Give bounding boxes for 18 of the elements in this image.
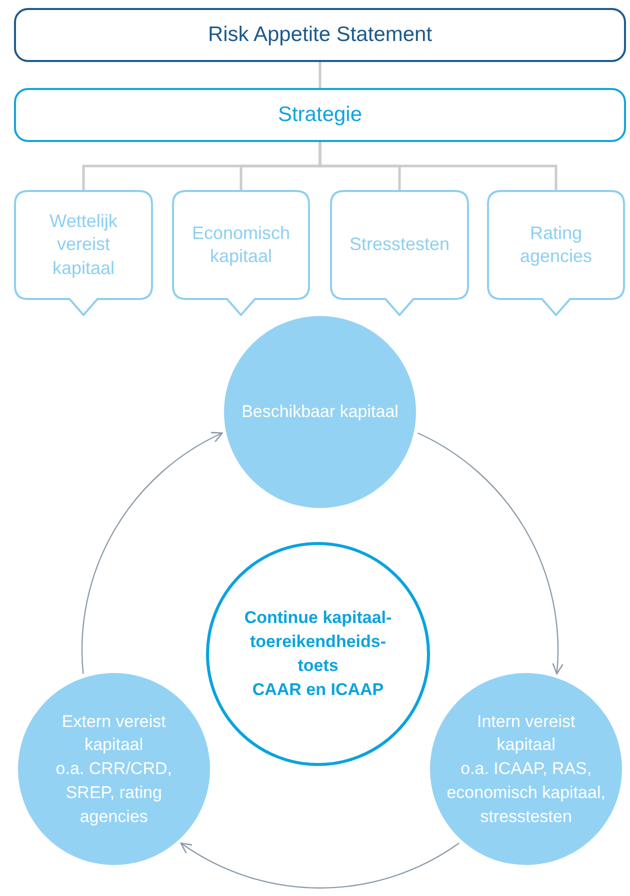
node-text: Strategie — [278, 103, 362, 127]
heading-box — [14, 88, 626, 142]
node-text: Beschikbaar kapitaal — [242, 401, 398, 424]
node-text: Stresstesten — [349, 233, 450, 256]
node-text: CAAR en ICAAP — [252, 678, 384, 701]
node-text: o.a. CRR/CRD, SREP, rating agencies — [54, 758, 173, 828]
connector-line — [318, 62, 322, 88]
cycle-arrow — [180, 842, 460, 888]
node-text: Wettelijk vereist kapitaal — [48, 210, 118, 280]
cycle-arrow — [418, 432, 563, 674]
node-text: Rating agencies — [518, 222, 594, 268]
node-text: o.a. ICAAP, RAS, economisch kapitaal, stresstesten — [446, 758, 606, 828]
cycle-arrow — [82, 432, 223, 674]
heading-box — [14, 8, 626, 62]
node-text: Continue kapitaal- toereikendheids- toets — [243, 607, 393, 677]
node-text: Risk Appetite Statement — [208, 23, 432, 47]
connector-line — [318, 142, 558, 190]
node-text: Economisch kapitaal — [190, 222, 292, 268]
